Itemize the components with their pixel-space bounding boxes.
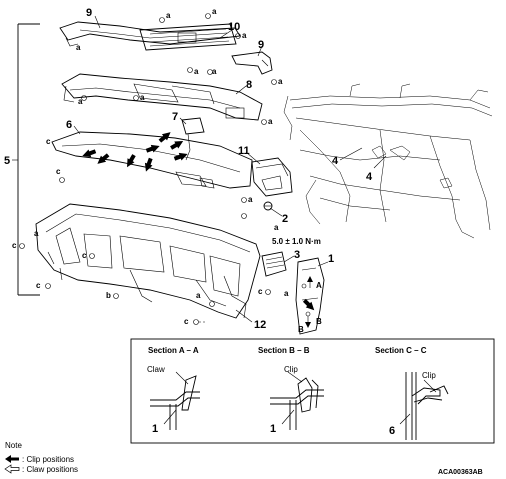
callout-9-upper: 9 bbox=[86, 7, 92, 19]
section-letter-b: B bbox=[316, 317, 322, 326]
section-c-title: Section C – C bbox=[375, 346, 427, 355]
fastener-letter-a: a bbox=[212, 7, 217, 16]
callout-11: 11 bbox=[238, 145, 250, 157]
callout-1: 1 bbox=[328, 253, 334, 265]
fastener-letter-a: a bbox=[34, 229, 39, 238]
note-claw-legend: : Claw positions bbox=[22, 465, 78, 474]
vent-bar-10 bbox=[139, 23, 237, 51]
duct-7 bbox=[181, 117, 205, 161]
duct-9-right bbox=[231, 51, 273, 75]
section-a-title: Section A – A bbox=[148, 346, 199, 355]
callout-8: 8 bbox=[246, 79, 252, 91]
side-cover-1 bbox=[295, 257, 325, 335]
section-c-drawing bbox=[399, 372, 449, 440]
clip-arrows bbox=[82, 132, 315, 311]
airbag-11 bbox=[251, 157, 293, 197]
section-b-drawing bbox=[270, 371, 324, 430]
fastener-letter-b: b bbox=[106, 291, 111, 300]
fastener-letter-a: a bbox=[194, 67, 199, 76]
side-vent-3 bbox=[261, 251, 287, 277]
section-b-part-number: 1 bbox=[270, 423, 276, 435]
callout-7: 7 bbox=[172, 111, 178, 123]
fastener-letter-c: c bbox=[258, 287, 263, 296]
section-b-clip-label: Clip bbox=[284, 365, 298, 374]
fastener-letter-c: c bbox=[12, 241, 17, 250]
callout-9-right: 9 bbox=[258, 39, 264, 51]
fastener-letter-a: a bbox=[268, 117, 273, 126]
callout-4-first: 4 bbox=[332, 155, 339, 167]
duct-9-upper bbox=[59, 21, 241, 47]
section-letter-b: B bbox=[298, 325, 304, 334]
fastener-letter-c: c bbox=[46, 137, 51, 146]
bolt-2 bbox=[263, 201, 273, 211]
note-heading: Note bbox=[5, 441, 22, 450]
section-c-clip-label: Clip bbox=[422, 371, 436, 380]
fastener-letter-c: c bbox=[184, 317, 189, 326]
note-legend: Note : Clip positions : Claw positions bbox=[4, 441, 78, 474]
callout-3: 3 bbox=[294, 249, 300, 261]
fastener-letter-c: c bbox=[56, 167, 61, 176]
callout-4-second: 4 bbox=[366, 171, 373, 183]
fastener-letter-c: c bbox=[36, 281, 41, 290]
section-c-part-number: 6 bbox=[389, 425, 395, 437]
duct-8 bbox=[61, 73, 263, 121]
section-letters: A B B bbox=[298, 281, 322, 334]
fastener-letter-a: a bbox=[196, 291, 201, 300]
callout-12: 12 bbox=[254, 319, 266, 331]
fastener-letter-a: a bbox=[76, 43, 81, 52]
fastener-letter-a: a bbox=[284, 289, 289, 298]
fastener-letters: a a a a a a a a a a a a a a a c c c c c … bbox=[12, 7, 289, 326]
fastener-letter-a: a bbox=[212, 67, 217, 76]
torque-spec: 5.0 ± 1.0 N·m bbox=[272, 237, 321, 246]
fastener-letter-a: a bbox=[140, 93, 145, 102]
bracket-5 bbox=[17, 23, 40, 296]
leader-lines bbox=[12, 15, 387, 323]
fastener-letter-a: a bbox=[248, 195, 253, 204]
figure-code: ACA00363AB bbox=[438, 469, 483, 476]
fastener-letter-a: a bbox=[166, 11, 171, 20]
cross-beam-4 bbox=[283, 83, 493, 239]
fastener-letter-c: c bbox=[82, 251, 87, 260]
part-callouts: 9 10 9 8 7 6 11 4 4 2 3 1 12 5 bbox=[4, 7, 373, 331]
fastener-letter-a: a bbox=[78, 97, 83, 106]
callout-2: 2 bbox=[282, 213, 288, 225]
solid-arrow-icon bbox=[5, 455, 19, 463]
outline-arrow-icon bbox=[4, 464, 20, 474]
section-a-claw-label: Claw bbox=[147, 365, 165, 374]
section-a-drawing bbox=[150, 371, 200, 430]
section-letter-a: A bbox=[316, 281, 322, 290]
screws bbox=[19, 13, 277, 325]
fastener-letter-a: a bbox=[278, 77, 283, 86]
callout-10: 10 bbox=[228, 21, 240, 33]
section-markers bbox=[305, 276, 313, 328]
instrument-panel-12 bbox=[35, 203, 261, 319]
fastener-letter-a: a bbox=[242, 31, 247, 40]
callout-6: 6 bbox=[66, 119, 72, 131]
section-b-title: Section B – B bbox=[258, 346, 310, 355]
callout-5: 5 bbox=[4, 155, 10, 167]
fastener-letter-a: a bbox=[274, 223, 279, 232]
section-detail-box: Section A – A Section B – B Section C – … bbox=[130, 338, 495, 444]
note-clip-legend: : Clip positions bbox=[22, 455, 74, 464]
section-a-part-number: 1 bbox=[152, 423, 158, 435]
